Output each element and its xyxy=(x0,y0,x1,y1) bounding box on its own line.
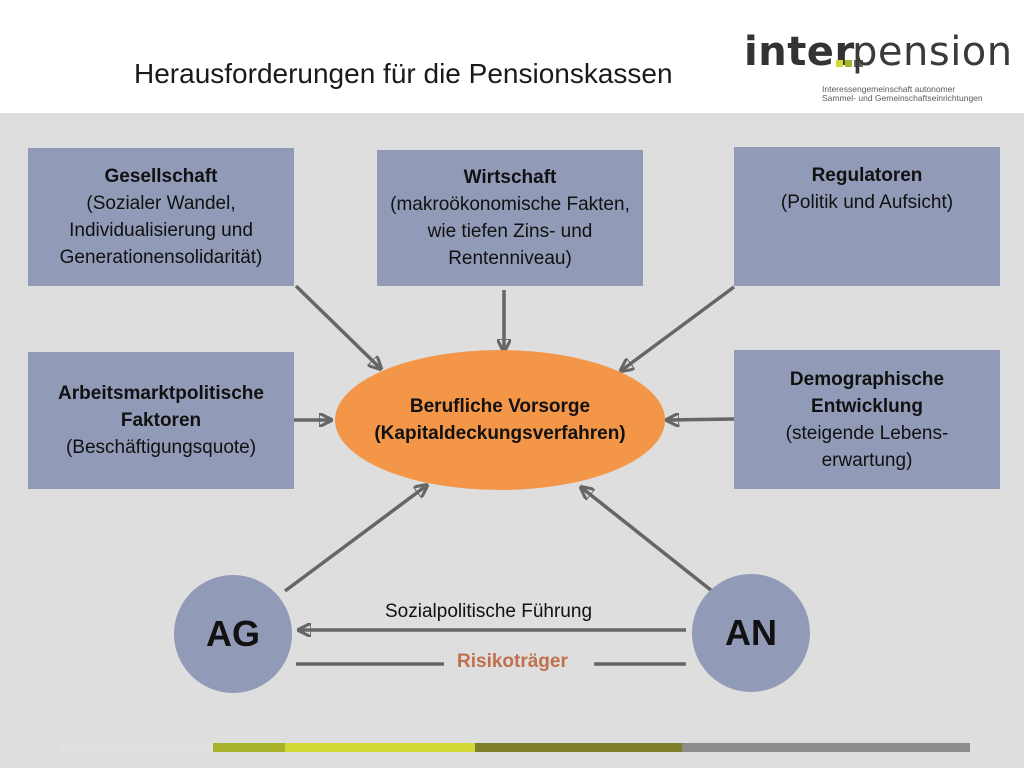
logo-squares-icon xyxy=(836,60,863,67)
box-demographie-heading: Entwicklung xyxy=(811,395,923,417)
box-regulatoren: Regulatoren (Politik und Aufsicht) xyxy=(734,147,1000,286)
center-label-line2: (Kapitaldeckungsverfahren) xyxy=(374,423,626,444)
logo-subtitle-line2: Sammel- und Gemeinschaftseinrichtungen xyxy=(822,93,983,103)
box-gesellschaft-heading: Gesellschaft xyxy=(104,166,218,187)
footer-stripe xyxy=(60,743,213,752)
header: Herausforderungen für die Pensionskassen… xyxy=(0,0,1024,113)
actor-ag-circle: AG xyxy=(174,575,292,693)
interpension-logo: inter pension Interessengemeinschaft aut… xyxy=(744,29,1012,103)
box-arbeitsmarkt-line: (Beschäftigungsquote) xyxy=(65,437,257,458)
footer-stripe xyxy=(213,743,285,752)
box-demographie-line: erwartung) xyxy=(821,449,913,471)
footer-stripe xyxy=(475,743,682,752)
box-wirtschaft-line: Rentenniveau) xyxy=(448,248,572,269)
box-arbeitsmarkt-heading: Faktoren xyxy=(120,410,202,431)
box-arbeitsmarkt-heading: Arbeitsmarktpolitische xyxy=(58,383,264,404)
box-gesellschaft-line: Generationensolidarität) xyxy=(59,247,263,268)
center-label-line1: Berufliche Vorsorge xyxy=(409,396,591,417)
box-arbeitsmarkt: Arbeitsmarktpolitische Faktoren (Beschäf… xyxy=(28,352,294,489)
footer-stripe xyxy=(285,743,475,752)
box-wirtschaft-heading: Wirtschaft xyxy=(463,167,557,188)
box-regulatoren-heading: Regulatoren xyxy=(811,165,923,186)
box-demographie-heading: Demographische xyxy=(789,368,945,390)
box-gesellschaft: Gesellschaft (Sozialer Wandel, Individua… xyxy=(28,148,294,286)
logo-word-pension: pension xyxy=(852,29,1013,75)
actor-an-label: AN xyxy=(725,612,777,653)
box-wirtschaft-line: (makroökonomische Fakten, xyxy=(390,194,630,215)
sozialpolitische-fuehrung-label: Sozialpolitische Führung xyxy=(385,601,593,622)
box-gesellschaft-line: (Sozialer Wandel, xyxy=(86,193,236,214)
box-wirtschaft-line: wie tiefen Zins- und xyxy=(427,221,593,242)
actor-an-circle: AN xyxy=(692,574,810,692)
box-demographie: Demographische Entwicklung (steigende Le… xyxy=(734,350,1000,489)
box-gesellschaft-line: Individualisierung und xyxy=(69,220,253,241)
slide-title: Herausforderungen für die Pensionskassen xyxy=(134,58,673,89)
logo-subtitle-line1: Interessengemeinschaft autonomer xyxy=(822,84,956,94)
actor-ag-label: AG xyxy=(206,613,260,654)
footer-stripe xyxy=(682,743,970,752)
box-regulatoren-line: (Politik und Aufsicht) xyxy=(780,192,954,213)
logo-word-inter: inter xyxy=(744,29,855,75)
center-ellipse: Berufliche Vorsorge (Kapitaldeckungsverf… xyxy=(335,350,665,490)
box-demographie-line: (steigende Lebens- xyxy=(785,422,949,444)
box-wirtschaft: Wirtschaft (makroökonomische Fakten, wie… xyxy=(377,150,643,286)
risikotraeger-label: Risikoträger xyxy=(457,651,568,672)
